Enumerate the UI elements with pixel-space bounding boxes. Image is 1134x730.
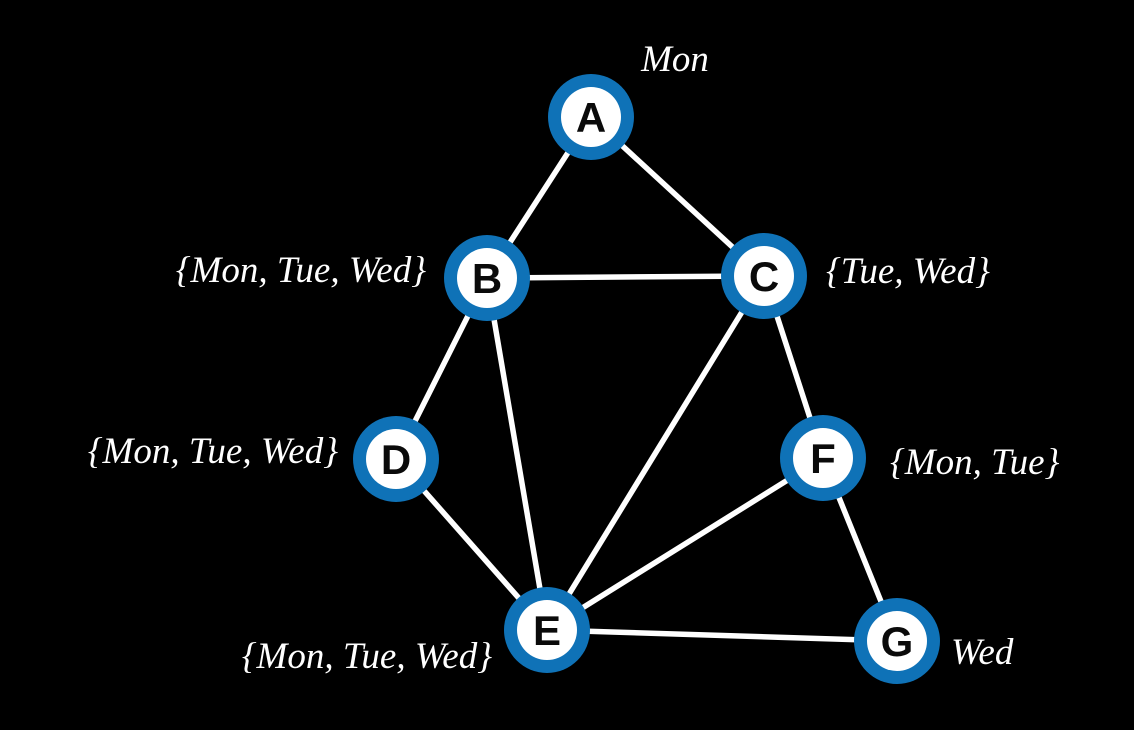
node-G: G bbox=[854, 598, 940, 684]
node-C-disc bbox=[734, 246, 794, 306]
edge-E-F bbox=[544, 455, 826, 633]
node-A-disc bbox=[561, 87, 621, 147]
node-B-disc bbox=[457, 248, 517, 308]
domain-label-G: Wed bbox=[951, 632, 1014, 673]
node-C-letter: C bbox=[749, 253, 779, 300]
node-A-letter: A bbox=[576, 94, 606, 141]
labels-layer: Mon {Mon, Tue, Wed} {Tue, Wed} {Mon, Tue, W… bbox=[88, 39, 1060, 677]
edges-layer bbox=[393, 114, 900, 644]
node-B-letter: B bbox=[472, 255, 502, 302]
domain-label-E: {Mon, Tue, Wed} bbox=[242, 636, 492, 677]
node-D: D bbox=[353, 416, 439, 502]
edge-B-C bbox=[484, 273, 767, 281]
node-D-disc bbox=[366, 429, 426, 489]
node-E-disc bbox=[517, 600, 577, 660]
node-F: F bbox=[780, 415, 866, 501]
edge-C-E bbox=[544, 273, 767, 633]
node-C: C bbox=[721, 233, 807, 319]
domain-label-B: {Mon, Tue, Wed} bbox=[176, 250, 426, 291]
node-G-letter: G bbox=[881, 618, 914, 665]
domain-label-F: {Mon, Tue} bbox=[890, 442, 1060, 483]
domain-label-C: {Tue, Wed} bbox=[826, 251, 990, 292]
node-G-disc bbox=[867, 611, 927, 671]
node-D-letter: D bbox=[381, 436, 411, 483]
nodes-layer: A B C D E F G bbox=[353, 74, 940, 684]
node-F-letter: F bbox=[810, 435, 836, 482]
domain-label-A: Mon bbox=[640, 39, 709, 80]
node-E: E bbox=[504, 587, 590, 673]
edge-E-G bbox=[544, 627, 900, 644]
node-A: A bbox=[548, 74, 634, 160]
node-F-disc bbox=[793, 428, 853, 488]
node-E-letter: E bbox=[533, 607, 561, 654]
node-B: B bbox=[444, 235, 530, 321]
domain-label-D: {Mon, Tue, Wed} bbox=[88, 431, 338, 472]
edge-B-E bbox=[484, 275, 550, 633]
